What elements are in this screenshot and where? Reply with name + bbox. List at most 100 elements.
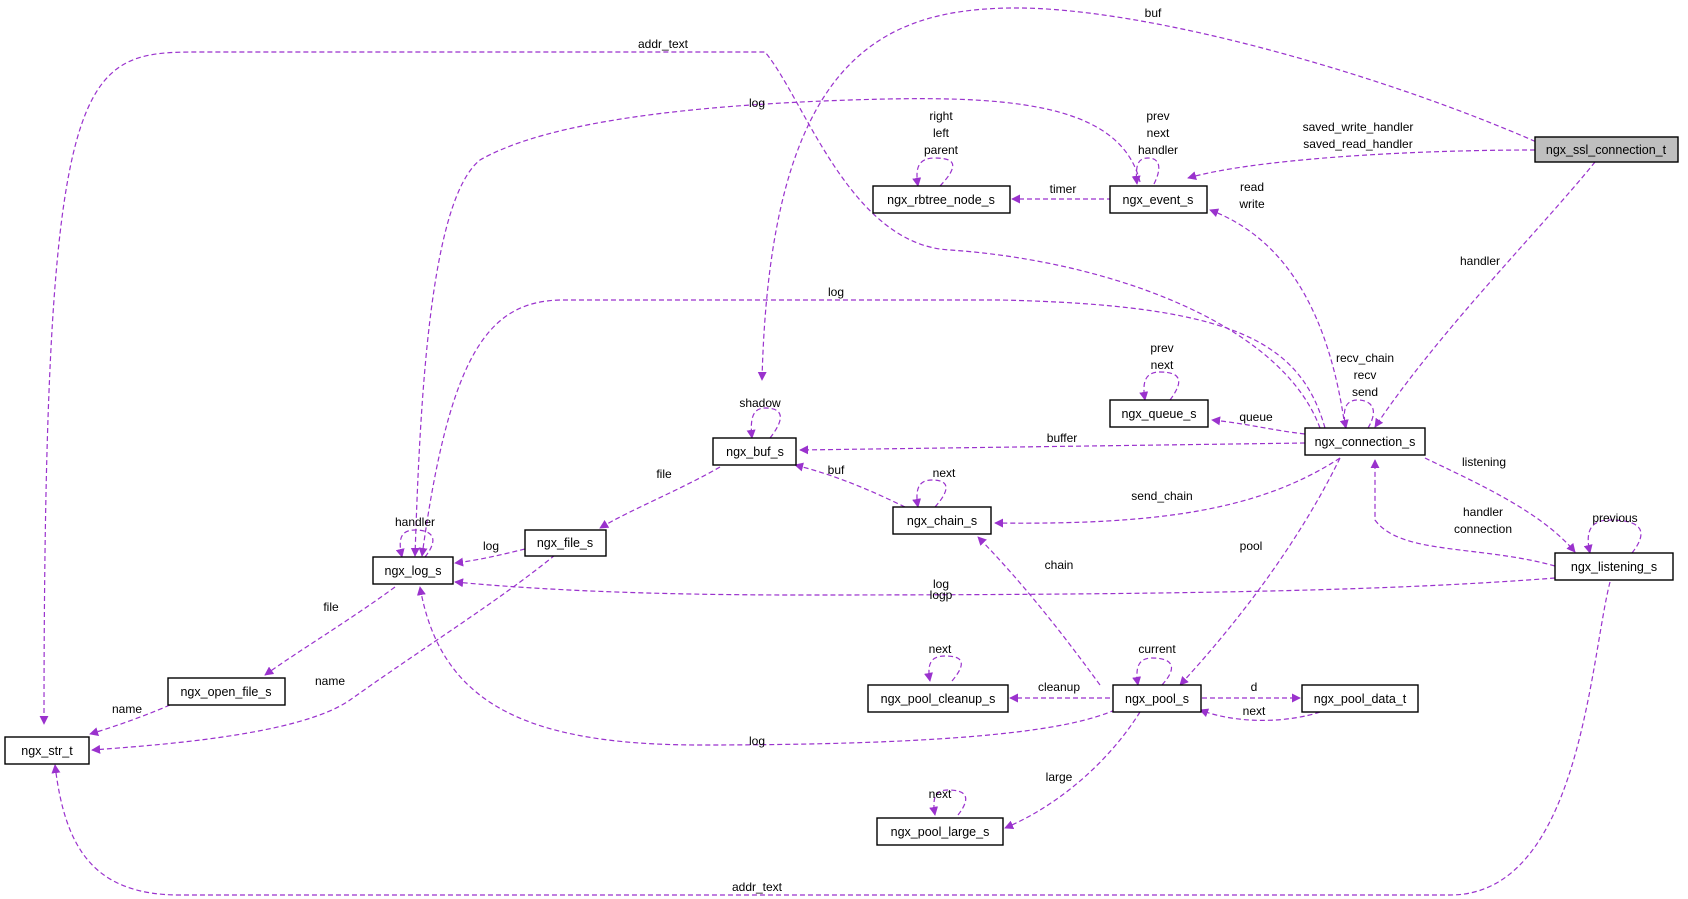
- node-ngx-connection-s[interactable]: ngx_connection_s: [1304, 427, 1426, 456]
- edge-buf-file: file: [599, 466, 721, 529]
- edge-conn-self: recv_chain recv send: [1336, 351, 1394, 429]
- edge-conn-pool: pool: [1179, 457, 1341, 686]
- edge-label-conn-pool: pool: [1240, 539, 1263, 553]
- edge-label-rbtree-left: left: [933, 126, 950, 140]
- edge-file-log: log: [454, 539, 526, 567]
- edge-label-chain-next: next: [933, 466, 956, 480]
- node-label-ngx-pool-s: ngx_pool_s: [1125, 692, 1189, 706]
- edge-label-event-prev: prev: [1146, 109, 1169, 123]
- edge-label-conn-buffer: buffer: [1047, 431, 1077, 445]
- node-ngx-pool-cleanup-s[interactable]: ngx_pool_cleanup_s: [867, 684, 1009, 713]
- edge-label-queue-prev: prev: [1150, 341, 1173, 355]
- edge-label-saved-read-handler: saved_read_handler: [1303, 137, 1412, 151]
- edge-label-saved-write-handler: saved_write_handler: [1303, 120, 1414, 134]
- edge-conn-addr-text: addr_text: [39, 37, 1321, 725]
- edge-label-open-file-name: name: [112, 702, 142, 716]
- edge-rbtree-self: right left parent: [912, 109, 959, 187]
- node-ngx-log-s[interactable]: ngx_log_s: [372, 556, 454, 585]
- node-ngx-event-s[interactable]: ngx_event_s: [1109, 185, 1208, 214]
- edge-conn-readwrite: read write: [1209, 180, 1346, 428]
- edge-label-write: write: [1238, 197, 1265, 211]
- edge-label-event-timer: timer: [1050, 182, 1077, 196]
- edge-label-file-name: name: [315, 674, 345, 688]
- edge-label-log-file: file: [323, 600, 339, 614]
- edge-label-conn-queue: queue: [1239, 410, 1273, 424]
- edge-conn-queue: queue: [1211, 410, 1306, 435]
- edge-event-timer: timer: [1011, 182, 1112, 204]
- edge-label-ssl-handler: handler: [1460, 254, 1500, 268]
- edge-label-log-handler: handler: [395, 515, 435, 529]
- edge-pool-cleanup: cleanup: [1009, 680, 1110, 703]
- edge-label-chain-buf: buf: [828, 463, 845, 477]
- edge-pool-large-self: next: [929, 787, 967, 816]
- node-ngx-queue-s[interactable]: ngx_queue_s: [1109, 399, 1209, 428]
- edge-conn-listening: listening: [1424, 455, 1576, 553]
- edge-conn-buffer: buffer: [799, 431, 1306, 455]
- edge-open-file-name: name: [89, 702, 171, 736]
- edge-label-event-next: next: [1147, 126, 1170, 140]
- edge-label-pool-current: current: [1138, 642, 1176, 656]
- edge-label-previous: previous: [1592, 511, 1637, 525]
- edge-chain-buf: buf: [794, 462, 906, 508]
- edge-conn-log: log: [418, 285, 1326, 557]
- node-label-ngx-rbtree-node-s: ngx_rbtree_node_s: [887, 193, 995, 207]
- edge-log-self: handler: [395, 515, 435, 558]
- edge-label-conn-log: log: [828, 285, 844, 299]
- node-ngx-pool-s[interactable]: ngx_pool_s: [1112, 684, 1202, 713]
- node-label-ngx-pool-cleanup-s: ngx_pool_cleanup_s: [881, 692, 996, 706]
- edge-label-listening: listening: [1462, 455, 1506, 469]
- edge-label-pool-chain: chain: [1045, 558, 1074, 572]
- edge-label-recv: recv: [1354, 368, 1377, 382]
- node-ngx-rbtree-node-s[interactable]: ngx_rbtree_node_s: [872, 185, 1011, 214]
- node-ngx-buf-s[interactable]: ngx_buf_s: [712, 437, 797, 466]
- edge-buf-self: shadow: [739, 396, 781, 439]
- edge-label-buf-file: file: [656, 467, 672, 481]
- node-ngx-open-file-s[interactable]: ngx_open_file_s: [167, 677, 286, 706]
- node-label-ngx-listening-s: ngx_listening_s: [1571, 560, 1657, 574]
- node-label-ngx-connection-s: ngx_connection_s: [1315, 435, 1416, 449]
- edge-pool-cleanup-self: next: [924, 642, 962, 682]
- node-ngx-ssl-connection-t[interactable]: ngx_ssl_connection_t: [1534, 136, 1679, 163]
- edge-log-file: file: [264, 586, 396, 676]
- node-label-ngx-open-file-s: ngx_open_file_s: [180, 685, 271, 699]
- edge-label-large-next: next: [929, 787, 952, 801]
- node-ngx-chain-s[interactable]: ngx_chain_s: [892, 506, 992, 535]
- edge-pool-d: d: [1202, 680, 1301, 703]
- node-label-ngx-ssl-connection-t: ngx_ssl_connection_t: [1546, 143, 1667, 157]
- edge-event-log: log: [410, 96, 1141, 557]
- edge-pool-log: log: [416, 586, 1116, 748]
- node-label-ngx-chain-s: ngx_chain_s: [907, 514, 977, 528]
- node-ngx-str-t[interactable]: ngx_str_t: [4, 736, 90, 765]
- edge-label-listening-connection: connection: [1454, 522, 1512, 536]
- edge-label-pool-d: d: [1251, 680, 1258, 694]
- node-label-ngx-event-s: ngx_event_s: [1123, 193, 1194, 207]
- node-ngx-pool-data-t[interactable]: ngx_pool_data_t: [1301, 684, 1419, 713]
- node-label-ngx-pool-large-s: ngx_pool_large_s: [891, 825, 990, 839]
- node-label-ngx-log-s: ngx_log_s: [385, 564, 442, 578]
- edge-listening-log: logp log: [454, 577, 1556, 602]
- node-ngx-pool-large-s[interactable]: ngx_pool_large_s: [876, 817, 1004, 846]
- edge-listening-addr-text: addr_text: [51, 581, 1611, 896]
- edge-ssl-saved-handlers: saved_write_handler saved_read_handler: [1187, 120, 1536, 181]
- node-label-ngx-queue-s: ngx_queue_s: [1121, 407, 1196, 421]
- node-ngx-file-s[interactable]: ngx_file_s: [524, 529, 607, 557]
- edge-label-pool-large: large: [1046, 770, 1073, 784]
- node-label-ngx-pool-data-t: ngx_pool_data_t: [1314, 692, 1407, 706]
- edge-pool-large: large: [1004, 711, 1141, 830]
- edge-pool-data-next: next: [1199, 704, 1321, 721]
- edge-queue-self: prev next: [1139, 341, 1180, 401]
- edge-label-pool-log: log: [749, 734, 765, 748]
- edge-label-listening-log: log: [933, 577, 949, 591]
- node-ngx-listening-s[interactable]: ngx_listening_s: [1554, 552, 1674, 581]
- edge-label-listening-addr-text: addr_text: [732, 880, 783, 894]
- edge-label-event-log: log: [749, 96, 765, 110]
- edge-label-queue-next: next: [1151, 358, 1174, 372]
- edge-label-conn-addr-text: addr_text: [638, 37, 689, 51]
- edge-label-file-log: log: [483, 539, 499, 553]
- edge-label-rbtree-right: right: [929, 109, 953, 123]
- edge-event-self: prev next handler: [1131, 109, 1178, 185]
- edge-ssl-buf: buf: [757, 6, 1551, 381]
- edge-label-ssl-buf: buf: [1145, 6, 1162, 20]
- edge-label-send: send: [1352, 385, 1378, 399]
